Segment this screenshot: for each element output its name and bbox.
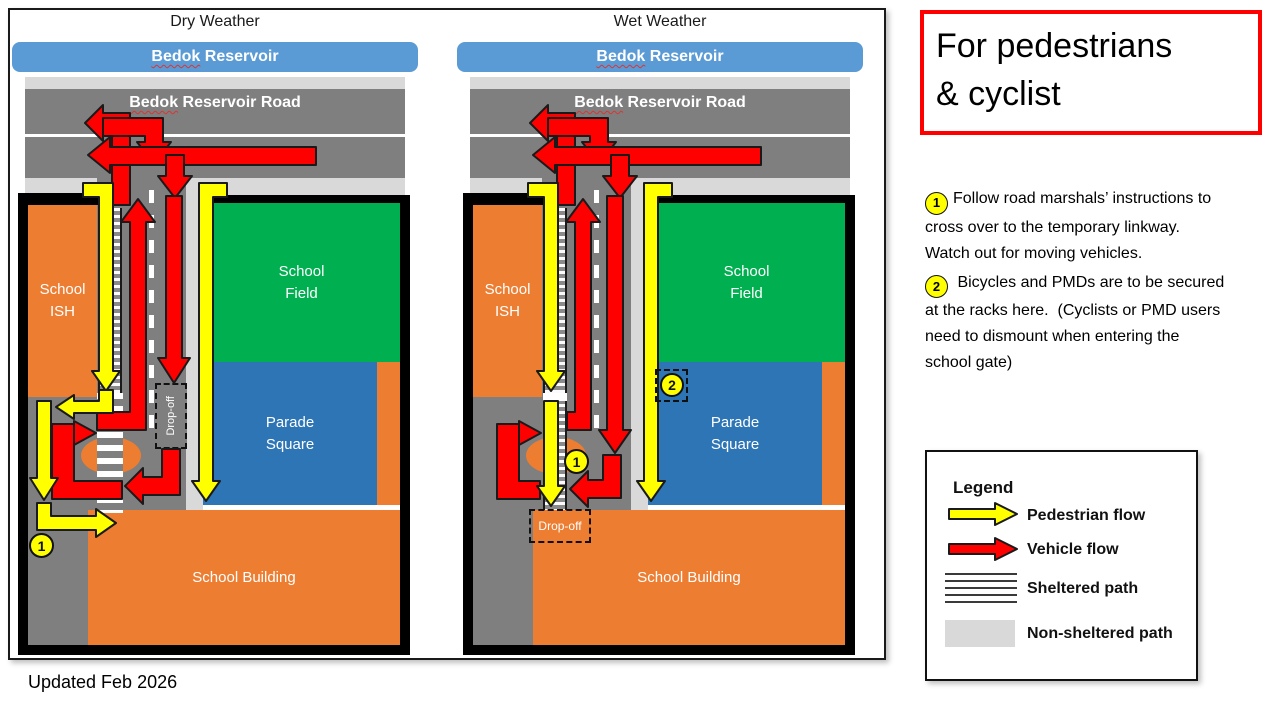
sheltered-stripes-icon [945, 573, 1017, 605]
wet-road-label: Bedok Reservoir Road [574, 94, 746, 111]
wet-parade-label: Parade [710, 413, 760, 431]
dry-building-label: School Building [192, 568, 296, 586]
wet-ish-label: School [484, 281, 531, 299]
dry-sheltered-path [98, 208, 122, 393]
wet-map-title: Wet Weather [457, 10, 863, 34]
wet-building-label: School Building [637, 568, 741, 586]
wet-frame-top-right [648, 195, 853, 203]
dry-non-sheltered-strip [186, 178, 203, 510]
side-panel-title-line1: For pedestrians [936, 27, 1173, 65]
legend-label-vehicle: Vehicle flow [1027, 541, 1119, 558]
wet-frame-bottom [463, 645, 855, 655]
wet-school-field-block: School Field [648, 203, 845, 362]
instruction-1-text: Follow road marshals’ instructions to cr… [925, 190, 1216, 262]
wet-point-2-badge: 2 [660, 373, 684, 397]
legend-label-sheltered: Sheltered path [1027, 580, 1139, 597]
dry-frame-bottom [18, 645, 410, 655]
vehicle-arrow-icon [948, 537, 1018, 561]
pedestrian-arrow-icon [948, 502, 1018, 526]
wet-point-2-marker [655, 369, 688, 402]
wet-drop-off-zone: Drop-off [529, 509, 591, 543]
wet-field-label: School [723, 262, 770, 280]
legend-box: Legend Pedestrian flow Vehicle flow Shel… [925, 450, 1198, 681]
dry-reservoir-label: Bedok Reservoir [151, 48, 279, 65]
wet-drop-off-label: Drop-off [538, 519, 582, 533]
wet-road-divider [470, 134, 850, 137]
dry-sidewalk-top [25, 77, 405, 89]
wet-sidewalk-top [470, 77, 850, 89]
wet-frame-left [463, 193, 473, 655]
wet-non-sheltered-strip [631, 178, 648, 510]
dry-crossing-zebra [97, 393, 123, 513]
dry-point-1-badge: 1 [29, 533, 54, 558]
side-panel-title-box: For pedestrians & cyclist [920, 10, 1262, 135]
legend-title: Legend [953, 478, 1014, 497]
wet-frame-right [845, 195, 855, 655]
updated-date-text: Updated Feb 2026 [28, 672, 178, 692]
dry-drop-off-zone: Drop-off [155, 383, 187, 449]
dry-school-ish-block: School ISH [28, 205, 97, 397]
dry-lane-centerline [149, 190, 154, 437]
wet-map-title-text: Wet Weather [613, 13, 707, 30]
dry-road-label: Bedok Reservoir Road [129, 94, 301, 111]
legend-label-pedestrian: Pedestrian flow [1027, 507, 1146, 524]
dry-field-label: School [278, 262, 325, 280]
instruction-item-2: 2 Bicycles and PMDs are to be secured at… [925, 270, 1227, 377]
wet-sheltered-path [543, 208, 567, 510]
dry-parade-label: Parade [265, 413, 315, 431]
wet-orange-strip [822, 362, 845, 505]
dry-frame-top-right [203, 195, 408, 203]
wet-school-ish-block: School ISH [473, 205, 542, 397]
dry-map-title: Dry Weather [12, 10, 418, 34]
dry-school-building-block: School Building [88, 510, 400, 645]
legend-label-non-sheltered: Non-sheltered path [1027, 625, 1173, 642]
dry-map-title-text: Dry Weather [170, 13, 260, 30]
dry-frame-left [18, 193, 28, 655]
instruction-2-badge: 2 [925, 275, 948, 298]
dry-drop-off-label: Drop-off [165, 396, 177, 436]
side-panel-title-line2: & cyclist [936, 75, 1061, 114]
wet-reservoir-label: Bedok Reservoir [596, 48, 724, 65]
wet-reservoir-bar: Bedok Reservoir [457, 42, 863, 72]
wet-school-building-block: School Building [533, 510, 845, 645]
wet-sheltered-path-gap [543, 393, 567, 401]
wet-point-1-badge: 1 [564, 449, 589, 474]
non-sheltered-swatch-icon [945, 620, 1015, 647]
dry-road-divider [25, 134, 405, 137]
wet-frame-top-left [463, 193, 545, 205]
wet-lane-centerline [594, 190, 599, 437]
dry-parade-square-block: Parade Square [203, 362, 377, 505]
dry-school-field-block: School Field [203, 203, 400, 362]
instruction-2-text: Bicycles and PMDs are to be secured at t… [925, 273, 1229, 372]
dry-frame-right [400, 195, 410, 655]
instruction-1-badge: 1 [925, 191, 948, 215]
dry-frame-top-left [18, 193, 100, 205]
dry-orange-strip [377, 362, 400, 505]
dry-ish-label: School [39, 281, 86, 299]
dry-reservoir-bar: Bedok Reservoir [12, 42, 418, 72]
